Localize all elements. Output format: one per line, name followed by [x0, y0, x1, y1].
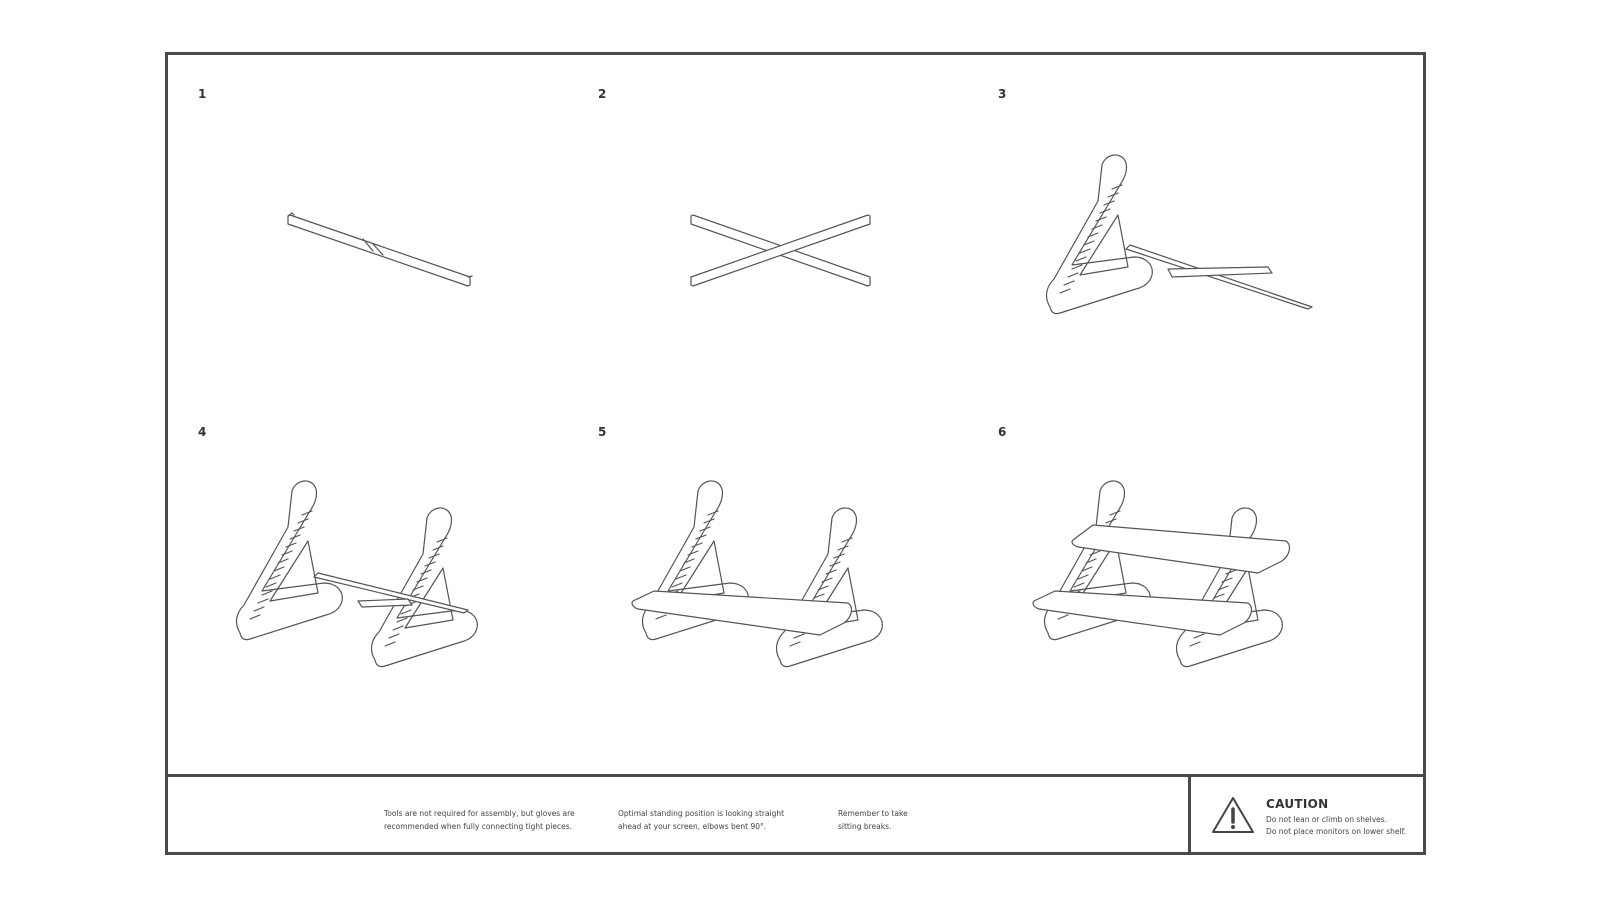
step-number-6: 6	[998, 425, 1007, 439]
footer: Tools are not required for assembly, but…	[168, 774, 1423, 852]
note-line: sitting breaks.	[838, 822, 892, 831]
caution-line-2: Do not place monitors on lower shelf.	[1266, 827, 1407, 836]
note-line: Optimal standing position is looking str…	[618, 809, 785, 818]
step-4-illustration	[235, 480, 478, 668]
caution-title: CAUTION	[1266, 797, 1329, 811]
instruction-sheet: 1 2 3 4 5 6 Tools are not required for a…	[165, 52, 1426, 855]
note-line: ahead at your screen, elbows bent 90°.	[618, 822, 767, 831]
note-posture: Optimal standing position is looking str…	[618, 807, 828, 833]
note-line: Tools are not required for assembly, but…	[384, 809, 575, 818]
step-number-1: 1	[198, 87, 207, 101]
step-3-illustration	[1045, 154, 1313, 315]
step-number-2: 2	[598, 87, 607, 101]
step-number-4: 4	[198, 425, 207, 439]
step-1-illustration	[287, 212, 473, 287]
assembly-illustrations	[235, 154, 1313, 668]
note-tools: Tools are not required for assembly, but…	[384, 807, 594, 833]
note-breaks: Remember to take sitting breaks.	[838, 807, 1048, 833]
step-number-5: 5	[598, 425, 607, 439]
warning-triangle-icon	[1212, 797, 1254, 833]
caution-box: CAUTION Do not lean or climb on shelves.…	[1188, 777, 1423, 852]
step-2-illustration	[690, 214, 871, 287]
note-line: Remember to take	[838, 809, 908, 818]
step-number-3: 3	[998, 87, 1007, 101]
caution-line-1: Do not lean or climb on shelves.	[1266, 815, 1388, 824]
note-line: recommended when fully connecting tight …	[384, 822, 572, 831]
step-6-illustration	[1032, 480, 1291, 668]
step-5-illustration	[631, 480, 883, 668]
